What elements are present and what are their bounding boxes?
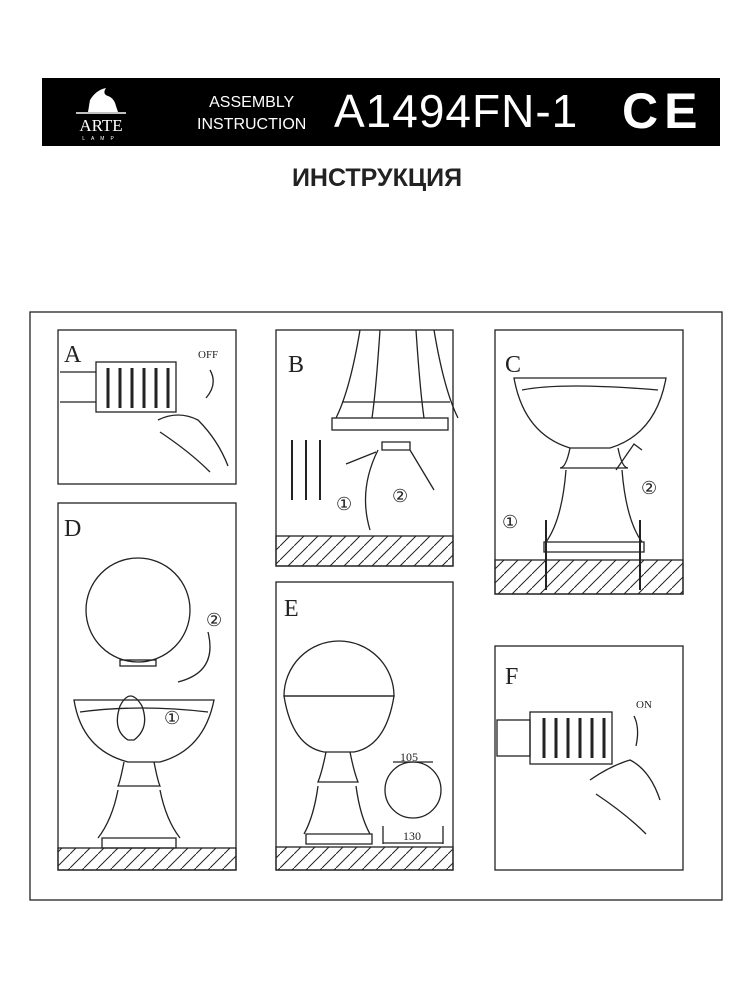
assembly-line1: ASSEMBLY xyxy=(209,94,295,111)
off-label: OFF xyxy=(198,349,218,361)
bulb-icon xyxy=(116,695,146,741)
step-label-d: D xyxy=(64,516,81,542)
ground-hatch xyxy=(494,559,684,595)
dimension-105: 105 xyxy=(400,750,418,764)
panel-d: D ② ① xyxy=(57,502,237,871)
arrow-icon xyxy=(205,369,214,399)
step-label-c: C xyxy=(505,352,521,378)
step-label-e: E xyxy=(284,596,299,622)
arrow-icon xyxy=(345,451,377,465)
step-number-1: ① xyxy=(164,708,180,728)
panel-b: B ① ② xyxy=(275,329,459,567)
assembly-instruction-label: ASSEMBLY INSTRUCTION xyxy=(197,92,306,136)
hand-icon xyxy=(157,414,229,473)
lamp-base-icon xyxy=(335,329,459,419)
step-label-f: F xyxy=(505,664,518,690)
brand-name: ARTE xyxy=(79,116,123,135)
lamp-base-icon xyxy=(303,751,373,845)
ce-mark: CE xyxy=(622,83,704,139)
step-label-b: B xyxy=(288,352,304,378)
dimension-130: 130 xyxy=(403,829,421,843)
bracket-icon xyxy=(364,441,435,531)
panel-a: A OFF xyxy=(57,329,237,485)
arrow-icon xyxy=(633,715,639,747)
screwdriver-icon xyxy=(615,443,643,471)
ground-hatch xyxy=(275,535,454,567)
mounting-plate-diagram xyxy=(384,761,442,819)
panel-f: F ON xyxy=(494,645,684,871)
header-bar: ARTE LAMP ASSEMBLY INSTRUCTION A1494FN-1… xyxy=(42,78,720,146)
panel-e: E 105 130 xyxy=(275,581,454,871)
lamp-base-icon xyxy=(97,761,181,849)
ground-hatch xyxy=(57,847,237,871)
step-number-2: ② xyxy=(392,486,408,506)
page-title: ИНСТРУКЦИЯ xyxy=(291,164,463,192)
ground-hatch xyxy=(275,846,454,871)
step-number-2: ② xyxy=(206,610,222,630)
bowl-icon xyxy=(283,695,395,753)
step-number-2: ② xyxy=(641,478,657,498)
on-label: ON xyxy=(636,699,652,711)
step-number-1: ① xyxy=(502,512,518,532)
terminal-block-icon xyxy=(60,361,177,413)
winged-lion-icon xyxy=(76,88,126,114)
terminal-block-icon xyxy=(496,711,613,765)
glass-globe-icon xyxy=(283,640,395,697)
wires-icon xyxy=(291,440,321,500)
model-number: A1494FN-1 xyxy=(334,85,579,137)
panel-c: C ① ② xyxy=(494,329,684,595)
assembly-line2: INSTRUCTION xyxy=(197,116,307,133)
bowl-icon xyxy=(513,377,667,449)
arte-lamp-logo: ARTE LAMP xyxy=(66,86,136,142)
step-number-1: ① xyxy=(336,494,352,514)
dimension-130-line xyxy=(382,826,444,844)
lamp-base-icon xyxy=(543,447,645,553)
step-label-a: A xyxy=(64,342,82,368)
outer-frame xyxy=(29,311,723,901)
hand-icon xyxy=(589,759,661,835)
bowl-icon xyxy=(73,699,215,763)
glass-globe-icon xyxy=(85,557,191,663)
arrow-icon xyxy=(177,631,211,683)
brand-sub: LAMP xyxy=(82,136,120,142)
